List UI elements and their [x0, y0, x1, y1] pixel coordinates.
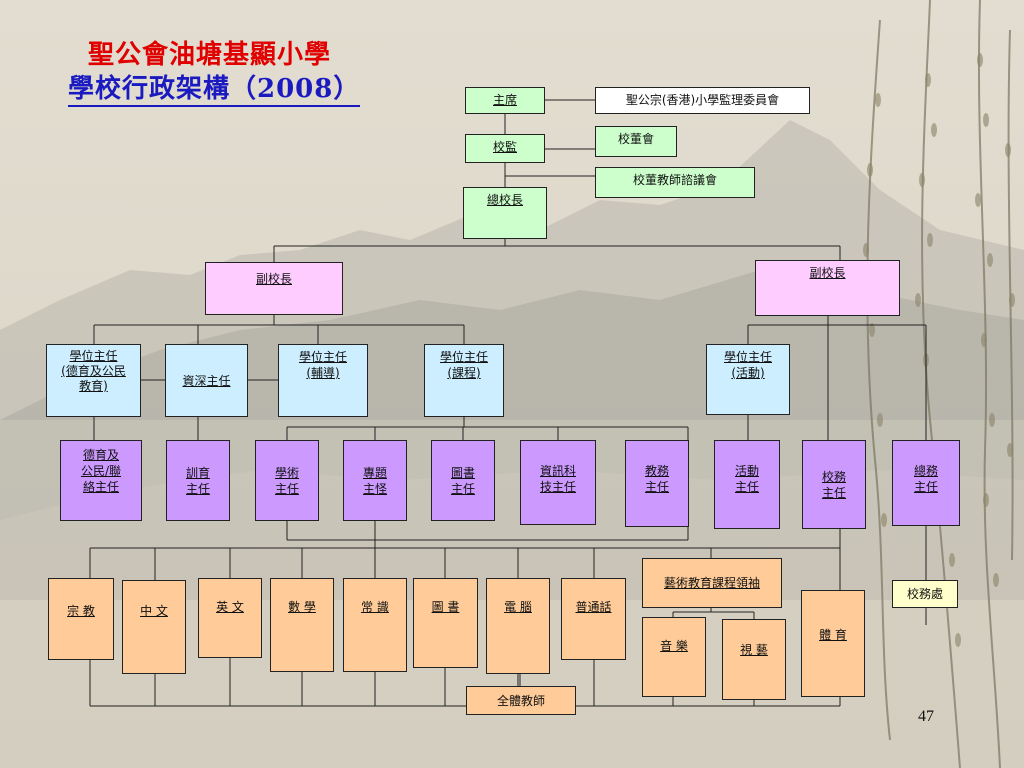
board-box: 校董會: [595, 126, 677, 157]
vice-principal-right-box: 副校長: [755, 260, 900, 316]
master-affairs-box: 校務 主任: [802, 440, 866, 529]
supervisor-box: 校監: [465, 134, 545, 163]
subject-pe-box: 體 育: [801, 590, 865, 697]
subject-computer-box: 電 腦: [486, 578, 550, 674]
master-it-box: 資訊科 技主任: [520, 440, 596, 525]
chart-title: 學校行政架構（2008）: [68, 68, 361, 107]
subject-gs-box: 常 識: [343, 578, 407, 672]
school-office-box: 校務處: [892, 580, 958, 608]
head-senior-box: 資深主任: [165, 344, 248, 417]
arts-lead-box: 藝術教育課程領袖: [642, 558, 782, 608]
subject-visual-arts-box: 視 藝: [722, 619, 786, 700]
master-project-box: 專題 主怪: [343, 440, 407, 521]
subject-maths-box: 數 學: [270, 578, 334, 672]
subject-chinese-box: 中 文: [122, 580, 186, 674]
master-academic-box: 學術 主任: [255, 440, 319, 521]
principal-box: 總校長: [463, 187, 547, 239]
subject-english-box: 英 文: [198, 578, 262, 658]
master-moral-box: 德育及 公民/聯 絡主任: [60, 440, 142, 521]
head-moral-box: 學位主任 (德育及公民 教育): [46, 344, 141, 417]
school-name-title: 聖公會油塘基顯小學: [88, 40, 332, 70]
head-guidance-box: 學位主任 (輔導): [278, 344, 368, 417]
chairman-box: 主席: [465, 87, 545, 114]
committee-box: 聖公宗(香港)小學監理委員會: [595, 87, 810, 114]
vice-principal-left-box: 副校長: [205, 262, 343, 315]
master-teaching-box: 教務 主任: [625, 440, 689, 527]
master-library-box: 圖書 主任: [431, 440, 495, 521]
head-curriculum-box: 學位主任 (課程): [424, 344, 504, 417]
all-teachers-box: 全體教師: [466, 686, 576, 715]
subject-religion-box: 宗 教: [48, 578, 114, 660]
subject-putonghua-box: 普通話: [561, 578, 626, 660]
subject-library-box: 圖 書: [413, 578, 478, 668]
head-activity-box: 學位主任 (活動): [706, 344, 790, 415]
page-number: 47: [918, 708, 934, 725]
master-discipline-box: 訓育 主任: [166, 440, 230, 521]
willow-branches: [866, 0, 1014, 768]
consult-committee-box: 校董教師諮議會: [595, 167, 755, 198]
subject-music-box: 音 樂: [642, 617, 706, 697]
master-general-box: 總務 主任: [892, 440, 960, 526]
master-activity-box: 活動 主任: [714, 440, 780, 529]
